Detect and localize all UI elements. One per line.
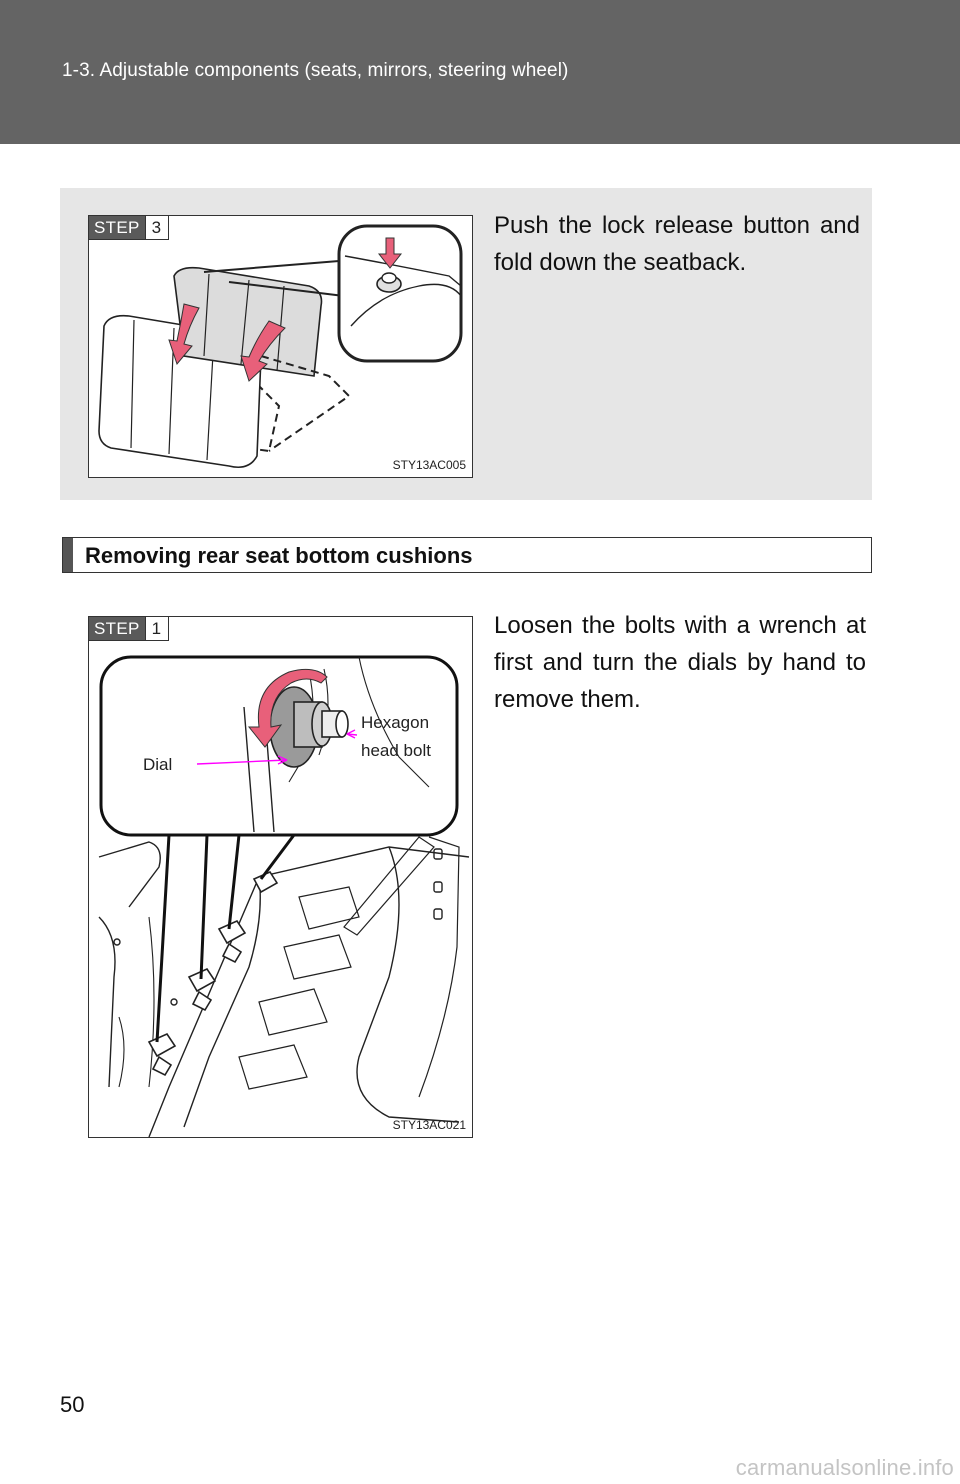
step1-illustration: STEP 1 Dial Hexagon head bolt STY13AC021: [88, 616, 473, 1138]
step-label: STEP: [89, 216, 145, 239]
step3-instruction: Push the lock release button and fold do…: [494, 212, 860, 276]
section-heading: Removing rear seat bottom cushions: [62, 537, 872, 573]
cushion-bolt-drawing: [98, 655, 470, 1137]
watermark: carmanualsonline.info: [735, 1455, 954, 1480]
dial-label: Dial: [143, 755, 173, 774]
seat-fold-drawing: [98, 224, 463, 469]
section-title: Removing rear seat bottom cushions: [85, 543, 473, 568]
step1-instruction: Loosen the bolts with a wrench at first …: [494, 612, 866, 713]
dial-turn-arrow-icon: [247, 668, 328, 748]
step-number: 3: [144, 216, 169, 239]
lock-release-push-arrow-icon: [377, 237, 403, 269]
hex-bolt-label-line1: Hexagon: [361, 713, 430, 732]
page-number: 50: [60, 1392, 85, 1417]
figure-code: STY13AC005: [392, 458, 466, 472]
page-header: 1-3. Adjustable components (seats, mirro…: [0, 0, 960, 144]
step-number: 1: [144, 617, 169, 640]
step3-illustration: STEP 3 STY13AC005: [88, 215, 473, 478]
chapter-title: 1-3. Adjustable components (seats, mirro…: [62, 60, 569, 81]
step3-badge: STEP 3: [89, 216, 170, 240]
seat-fold-arrow-icon: [168, 303, 286, 382]
step-label: STEP: [89, 617, 145, 640]
section-heading-bar: [63, 538, 73, 572]
step1-badge: STEP 1: [89, 617, 170, 641]
hex-bolt-label-line2: head bolt: [361, 741, 431, 760]
figure-code: STY13AC021: [392, 1118, 466, 1132]
